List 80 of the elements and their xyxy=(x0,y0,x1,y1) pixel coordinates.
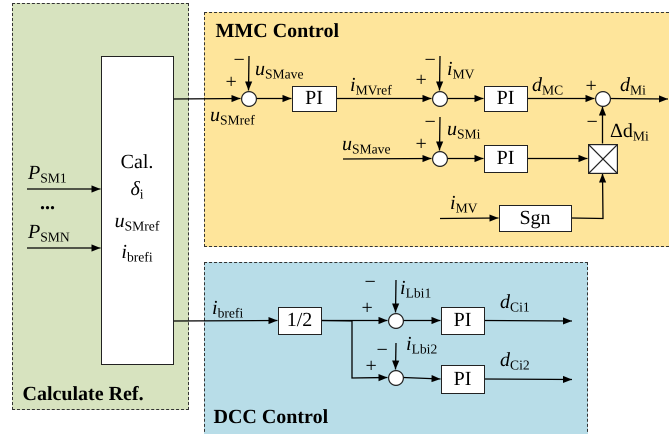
arrow xyxy=(403,375,441,382)
arrow xyxy=(392,342,400,370)
summing-junction xyxy=(432,150,448,166)
arrow xyxy=(436,117,444,150)
arrow xyxy=(436,56,444,90)
sign-label: − xyxy=(586,112,598,132)
transfer-block: 1/2 xyxy=(278,306,322,334)
arrow xyxy=(528,154,588,162)
signal-label: i$_{MV}$ xyxy=(447,58,474,84)
sign-label: + xyxy=(586,76,597,96)
group-title: MMC Control xyxy=(216,20,339,42)
signal-label: d$_{Mi}$ xyxy=(620,74,646,100)
arrow xyxy=(343,154,432,162)
signal-label: i$_{brefi}$ xyxy=(212,297,244,322)
control-group-panel xyxy=(204,12,669,247)
signal-label: u$_{SMref}$ xyxy=(210,104,255,130)
summing-junction xyxy=(388,370,404,386)
sign-label: − xyxy=(364,272,376,292)
sign-label: − xyxy=(424,50,436,70)
signal-label: i$_{Lbi1}$ xyxy=(400,277,432,302)
arrow xyxy=(448,154,484,162)
arrow xyxy=(610,95,668,103)
signal-label: Δd$_{Mi}$ xyxy=(610,120,649,146)
arrow xyxy=(571,174,606,220)
arrow xyxy=(174,94,240,102)
arrow xyxy=(245,56,252,90)
arrow xyxy=(528,94,594,102)
sign-label: + xyxy=(366,356,377,376)
signal-label: P$_{SMN}$ xyxy=(28,221,70,246)
summing-junction xyxy=(432,90,448,106)
arrow xyxy=(27,244,100,252)
arrow xyxy=(484,376,572,384)
summing-junction xyxy=(240,90,256,106)
signal-label: d$_{Ci1}$ xyxy=(500,291,530,316)
sign-label: − xyxy=(376,340,388,360)
signal-label: u$_{SMave}$ xyxy=(255,58,304,84)
block-text: Cal. xyxy=(120,150,154,176)
summing-junction xyxy=(594,90,610,106)
transfer-block: PI xyxy=(440,364,484,394)
signal-label: i$_{MVref}$ xyxy=(350,74,392,100)
control-group-panel xyxy=(204,262,588,434)
signal-label: d$_{MC}$ xyxy=(532,74,564,100)
arrow xyxy=(404,316,440,324)
summing-junction xyxy=(388,312,404,328)
signal-label: u$_{SMi}$ xyxy=(447,118,480,144)
signal-label: P$_{SM1}$ xyxy=(28,162,67,188)
block-text: δ$_{i}$ xyxy=(130,177,144,204)
arrow xyxy=(484,317,572,325)
arrow xyxy=(392,280,400,313)
arrow xyxy=(321,320,388,382)
arrow xyxy=(336,94,432,102)
transfer-block: PI xyxy=(484,86,528,112)
transfer-block: PI xyxy=(484,144,528,172)
sign-label: − xyxy=(424,112,436,132)
group-title: DCC Control xyxy=(214,406,328,428)
sign-label: − xyxy=(234,50,245,70)
sign-label: + xyxy=(226,72,237,92)
signal-label: d$_{Ci2}$ xyxy=(500,349,530,374)
transfer-block: Sgn xyxy=(498,204,572,232)
control-group-panel xyxy=(12,3,189,410)
signal-label: u$_{SMave}$ xyxy=(342,133,391,158)
block-text: i$_{brefi}$ xyxy=(121,240,153,267)
arrow xyxy=(256,94,292,102)
calculation-block xyxy=(100,56,174,364)
signal-label: i$_{MV}$ xyxy=(450,192,478,218)
ellipsis-text: ... xyxy=(40,192,55,214)
sign-label: + xyxy=(362,298,373,318)
transfer-block: PI xyxy=(440,306,484,334)
arrow xyxy=(440,214,498,222)
arrow xyxy=(174,316,278,324)
arrow xyxy=(448,94,484,102)
arrow xyxy=(27,185,100,193)
multiplier-symbol xyxy=(588,144,618,174)
arrow xyxy=(598,106,606,144)
signal-label: i$_{Lbi2}$ xyxy=(406,333,438,358)
group-title: Calculate Ref. xyxy=(22,382,144,406)
sign-label: + xyxy=(416,70,427,90)
block-text: u$_{SMref}$ xyxy=(114,208,160,236)
transfer-block: PI xyxy=(292,86,336,112)
sign-label: + xyxy=(416,134,427,154)
